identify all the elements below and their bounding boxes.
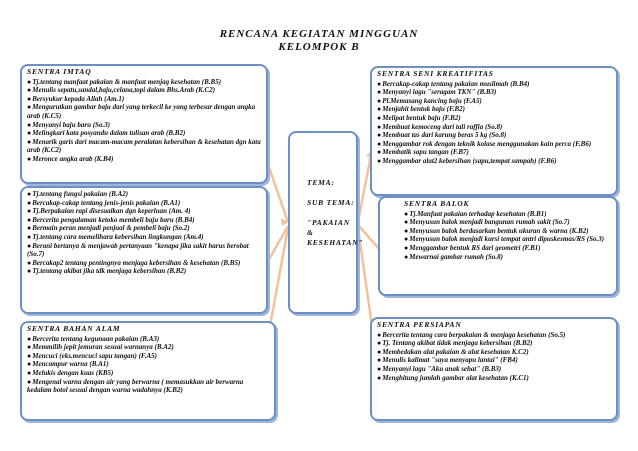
heading-sentra-imtaq: SENTRA IMTAQ	[27, 67, 92, 76]
list-item: ●Membuat kemoceng dari tali raffia (So.8…	[377, 122, 503, 131]
arrowhead-left	[281, 218, 288, 226]
list-left-2: ●Tj.tentang fungsi pakaian (B.A2) ●Berca…	[27, 190, 261, 276]
list-item: ●Menyanyi lagu "seragam TKN" (B.B3)	[377, 88, 497, 97]
connector-persiapan	[356, 227, 374, 327]
connector-balok	[357, 224, 381, 251]
center-theme-box: TEMA: SUB TEMA: "PAKAIAN & KESEHATAN"	[288, 131, 364, 314]
box-sentra-bahan-alam: SENTRA BAHAN ALAM ●Bercerita tentang keg…	[20, 321, 276, 421]
heading-sentra-persiapan: SENTRA PERSIAPAN	[377, 320, 462, 329]
list-item: ●Menyusun balok menjadi kursi tempat ant…	[404, 235, 605, 244]
list-item: ●Meronce angka arab (K.B4)	[27, 154, 114, 163]
title-line-1: RENCANA KEGIATAN MINGGUAN	[219, 28, 419, 40]
heading-sentra-bahan-alam: SENTRA BAHAN ALAM	[27, 324, 121, 333]
list-item: ●Menulis sepatu,sandal,baju,celana,topi …	[27, 86, 216, 95]
connector-alam	[268, 227, 290, 327]
list-item: ●Menyusun balok berdasarkan bentuk ukura…	[404, 226, 589, 235]
list-item: ●Menyanyi lagu "Aku anak sehat" (B.B3)	[377, 364, 502, 373]
list-item: ●Menyanyi baju baru (So.3)	[27, 120, 111, 129]
list-item: ●Mengenal warna dengan air yang berwarna…	[27, 377, 244, 395]
list-item: ●Membuat tas dari karung beras 5 kg (So.…	[377, 131, 507, 140]
list-item: ●Menggambar rok dengan teknik kolase men…	[377, 139, 592, 148]
list-item: ●Menjahit bentuk baju (F.B2)	[377, 105, 465, 114]
list-item: ●Pl.Memasang kancing baju (F.A5)	[377, 96, 482, 105]
subtema-label: SUB TEMA:	[307, 198, 355, 207]
list-item: ●Tj.tentang fungsi pakaian (B.A2)	[27, 190, 129, 198]
list-item: ●Melipat bentuk baju (F.B2)	[377, 113, 461, 122]
list-item: ●Bersyukur kepada Allah (Am.1)	[27, 94, 125, 103]
list-imtaq: ●Tj.tentang manfaat pakaian & manfaat me…	[27, 78, 261, 164]
box-sentra-seni-kreatifitas: SENTRA SENI KREATIFITAS ●Bercakap-cakap …	[370, 66, 618, 196]
box-sentra-left-2: ●Tj.tentang fungsi pakaian (B.A2) ●Berca…	[20, 186, 268, 314]
list-item: ●Melukis dengan kuas (KB5)	[27, 368, 114, 377]
list-item: ●Menulis kalimat "saya menyapu lantai" (…	[377, 356, 518, 365]
list-balok: ●Tj.Manfaat pakaian terhadap kesehatan (…	[404, 210, 611, 262]
list-item: ●Bercakap-cakap tentang jenis-jenis paka…	[27, 198, 181, 207]
list-item: ●Menghitung jumlah gambar alat kesehatan…	[377, 373, 529, 382]
list-item: ●Bercerita pengalaman ketoko membeli baj…	[27, 215, 195, 224]
list-item: ●Tj.Berpakaian rapi disesuaikan dgn kepe…	[27, 207, 191, 216]
list-item: ●Mencuci (eks.mencuci sapu tangan) (F.A5…	[27, 351, 157, 360]
list-item: ●Menggambar alat2 kebersihan (sapu,tempa…	[377, 156, 557, 165]
list-item: ●Mewarnai gambar rumah (So.8)	[404, 252, 503, 261]
connector-seni	[356, 149, 374, 223]
box-sentra-persiapan: SENTRA PERSIAPAN ●Bercerita tentang cara…	[370, 317, 618, 421]
list-item: ●Menyusun balok menjadi bangunan rumah s…	[404, 218, 570, 227]
list-item: ●Bercerita tentang kegunaan pakaian (B.A…	[27, 334, 160, 343]
list-item: ●Membedakan alat pakaian & alat kesehata…	[377, 347, 529, 356]
list-item: ●Mengurutkan gambar baju dari yang terke…	[27, 103, 256, 120]
list-item: ●Tj. Tentang akibat tidak menjaga kebers…	[377, 339, 533, 348]
list-item: ●Tj.Manfaat pakaian terhadap kesehatan (…	[404, 209, 547, 218]
list-item: ●Tj.tentang cara memelihara kebersihan l…	[27, 232, 204, 241]
list-item: ●Berani bertanya & menjawab pertanyaan "…	[27, 241, 249, 259]
subtema-value: "PAKAIAN & KESEHATAN"	[307, 218, 364, 247]
list-item: ●Bermain peran menjadi penjual & pembeli…	[27, 224, 190, 233]
list-item: ●Bercakap2 tentang pentingnya menjaga ke…	[27, 258, 241, 267]
list-item: ●Tj.tentang akibat jika tdk menjaga kebe…	[27, 267, 187, 276]
list-item: ●Bercakap-cakap tentang pakaian muslimah…	[377, 79, 530, 88]
box-sentra-imtaq: SENTRA IMTAQ ●Tj.tentang manfaat pakaian…	[20, 64, 268, 184]
title-line-2: KELOMPOK B	[278, 41, 360, 53]
list-item: ●Menggambar bentuk RS dari geometri (F.B…	[404, 243, 541, 252]
list-item: ●Melingkari kata posyandu dalam tulisan …	[27, 129, 186, 138]
list-seni: ●Bercakap-cakap tentang pakaian muslimah…	[377, 80, 611, 166]
list-item: ●Mencampur warna (B.A1)	[27, 360, 109, 369]
list-item: ●Bercerita tentang cara berpakaian & men…	[377, 330, 566, 339]
list-item: ●Memmilih jepit jemuran sesuai warnanya …	[27, 343, 174, 352]
heading-sentra-balok: SENTRA BALOK	[404, 199, 470, 208]
list-bahan-alam: ●Bercerita tentang kegunaan pakaian (B.A…	[27, 335, 269, 395]
list-item: ●Tj.tentang manfaat pakaian & manfaat me…	[27, 77, 222, 86]
heading-sentra-seni: SENTRA SENI KREATIFITAS	[377, 69, 494, 78]
list-item: ●Membatik sapu tangan (F.B7)	[377, 148, 469, 157]
list-item: ●Menarik garis dari macam-macam peralata…	[27, 137, 261, 155]
box-sentra-balok: SENTRA BALOK ●Tj.Manfaat pakaian terhada…	[378, 196, 618, 296]
list-persiapan: ●Bercerita tentang cara berpakaian & men…	[377, 331, 611, 383]
tema-label: TEMA:	[307, 178, 335, 187]
